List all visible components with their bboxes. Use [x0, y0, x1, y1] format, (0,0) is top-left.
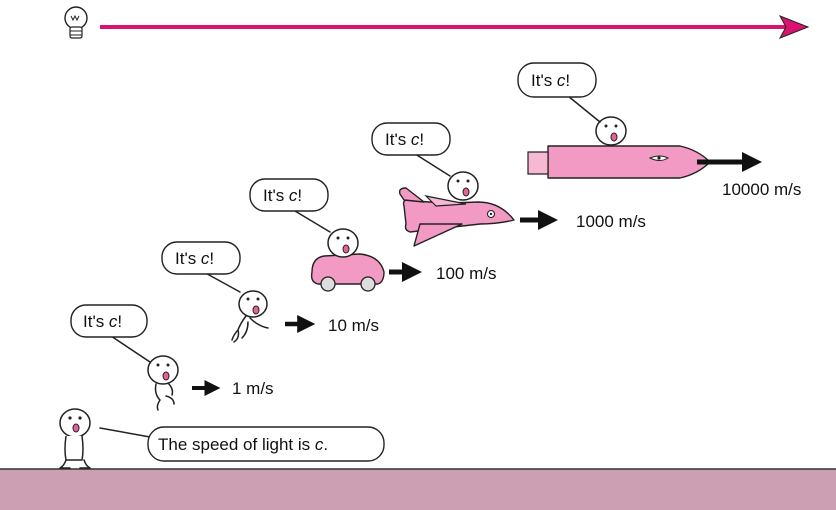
rocket-speech-bubble: It's c! [517, 62, 601, 123]
runner-slow-speech-bubble: It's c! [70, 304, 151, 363]
runner-fast-speech-text: It's c! [175, 249, 214, 268]
light-beam-arrow [100, 15, 810, 39]
speed-label-jet: 1000 m/s [576, 212, 646, 231]
car-speech-bubble: It's c! [249, 178, 331, 233]
rocket-speech-text: It's c! [531, 71, 570, 90]
jet-speech-text: It's c! [385, 130, 424, 149]
speed-label-runner-slow: 1 m/s [232, 379, 274, 398]
runner-fast [231, 290, 269, 343]
observer-character [59, 408, 91, 469]
jet-speech-bubble: It's c! [371, 122, 451, 177]
ground [0, 468, 836, 510]
car-speech-text: It's c! [263, 186, 302, 205]
observer-speech-bubble: The speed of light is c. [99, 426, 385, 462]
observer-speech-text: The speed of light is c. [158, 435, 328, 454]
light-bulb-icon [64, 6, 88, 39]
runner-slow-speech-text: It's c! [83, 312, 122, 331]
speed-label-runner-fast: 10 m/s [328, 316, 379, 335]
runner-fast-speech-bubble: It's c! [161, 241, 241, 293]
car [310, 228, 385, 292]
speed-label-car: 100 m/s [436, 264, 496, 283]
rocket [527, 116, 711, 179]
jet [398, 171, 515, 247]
speed-label-rocket: 10000 m/s [722, 180, 801, 199]
runner-slow [147, 355, 179, 411]
